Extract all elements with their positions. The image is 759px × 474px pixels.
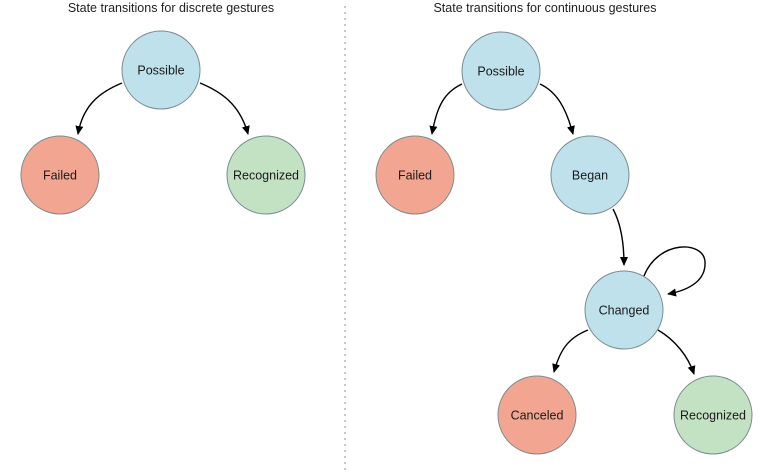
- state-node-recognized: Recognized: [226, 135, 306, 215]
- edge-changed-to-recognized: [657, 329, 696, 375]
- edge-possible-to-failed: [75, 82, 123, 135]
- state-node-began: Began: [550, 135, 630, 215]
- state-label-possible: Possible: [137, 64, 184, 78]
- discrete-diagram-title: State transitions for discrete gestures: [67, 1, 275, 15]
- continuous-diagram-title: State transitions for continuous gesture…: [433, 1, 657, 15]
- edge-changed-to-canceled: [552, 329, 589, 373]
- state-node-changed: Changed: [584, 270, 664, 350]
- edge-changed-self-loop: [643, 246, 706, 297]
- state-node-possible: Possible: [461, 31, 541, 111]
- state-label-canceled: Canceled: [511, 409, 564, 423]
- state-node-possible: Possible: [121, 30, 201, 110]
- edge-began-to-changed: [612, 208, 628, 266]
- state-node-canceled: Canceled: [497, 375, 577, 455]
- state-node-failed: Failed: [20, 135, 100, 215]
- state-label-began: Began: [572, 169, 608, 183]
- state-label-failed: Failed: [43, 169, 77, 183]
- edge-possible-to-began: [539, 83, 575, 135]
- state-label-recognized: Recognized: [233, 169, 299, 183]
- state-label-changed: Changed: [599, 304, 650, 318]
- state-label-possible: Possible: [477, 65, 524, 79]
- edge-possible-to-recognized: [199, 82, 250, 135]
- state-node-failed: Failed: [375, 135, 455, 215]
- state-node-recognized: Recognized: [673, 375, 753, 455]
- continuous-diagram: Possible Failed Began Changed Canceled R…: [375, 31, 753, 455]
- discrete-diagram: Possible Failed Recognized: [20, 30, 306, 215]
- edge-possible-to-failed: [429, 83, 463, 135]
- state-label-recognized: Recognized: [680, 409, 746, 423]
- state-label-failed: Failed: [398, 169, 432, 183]
